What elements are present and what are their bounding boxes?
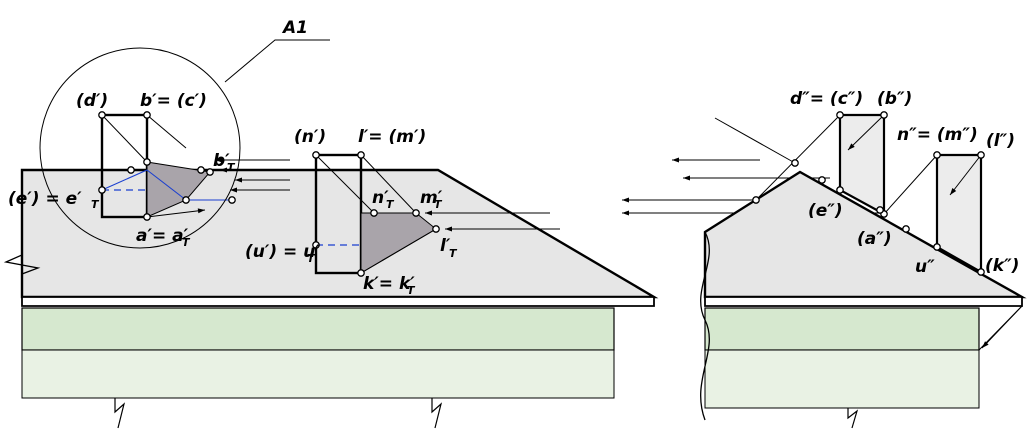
point-a [143, 213, 151, 221]
label-l-shadow-sub: T [449, 247, 458, 260]
point [127, 166, 135, 174]
label-a-sub: T [182, 236, 191, 249]
label-a: a′= a′ [136, 226, 189, 246]
label-d: (d′) [76, 91, 108, 111]
side-chimney-2-diag [883, 154, 938, 215]
callout-label: A1 [281, 18, 308, 38]
label-m-shadow-sub: T [434, 198, 443, 211]
detail-callout-circle [39, 47, 241, 249]
label-b-shadow: b′ [213, 151, 230, 171]
point-l-side [977, 151, 985, 159]
label-lm: l′= (m′) [358, 127, 426, 147]
side-view: d″= (c″) (b″) n″= (m″) (l″) (e″) (a″) u″… [700, 89, 1027, 429]
label-k-side: (k″) [985, 256, 1019, 276]
point-d [98, 111, 106, 119]
callout-leader [224, 39, 330, 83]
point-l [357, 151, 365, 159]
break-line-bottom-2 [431, 398, 443, 429]
front-wall-lower [21, 349, 615, 399]
front-wall-upper [21, 307, 615, 351]
large-chimney-ray-2 [360, 228, 437, 274]
side-wall-upper [704, 307, 980, 351]
point [182, 196, 190, 204]
label-l-shadow: l′ [440, 236, 451, 256]
point-b-shadow [197, 166, 205, 174]
point [791, 159, 799, 167]
point-k-side [977, 268, 985, 276]
small-chimney-diagonal [146, 114, 187, 149]
point [818, 176, 826, 184]
point [752, 196, 760, 204]
label-e-side: (e″) [808, 201, 843, 221]
label-nm-side: n″= (m″) [897, 125, 978, 145]
label-k: k′= k′ [363, 274, 415, 294]
front-view: A1 (d′) b′= (c′) b′ T (e′) = e′ T a′= a′… [3, 18, 659, 429]
small-chimney-ray-1 [101, 114, 148, 163]
point [902, 225, 910, 233]
side-wall-lower [704, 349, 980, 409]
label-u-sub: T [307, 252, 316, 265]
small-chimney-blue-2 [146, 169, 187, 201]
side-break-line [700, 231, 710, 421]
side-eave [704, 296, 1023, 307]
point-b-side [880, 111, 888, 119]
point-n-shadow [370, 209, 378, 217]
large-chimney-ray [315, 154, 375, 214]
point-dc-side [836, 111, 844, 119]
label-u: (u′) = u′ [245, 242, 320, 262]
point [206, 168, 214, 176]
label-k-sub: T [407, 284, 416, 297]
label-u-side: u″ [915, 257, 935, 277]
break-line-bottom-1 [114, 398, 126, 429]
point [876, 206, 884, 214]
point [143, 158, 151, 166]
small-chimney-blue-1 [101, 169, 148, 191]
label-bc: b′= (c′) [140, 91, 207, 111]
point-l-shadow [432, 225, 440, 233]
point-b [143, 111, 151, 119]
point-u [312, 241, 320, 249]
point-e [98, 186, 106, 194]
point-n [312, 151, 320, 159]
point-nm-side [933, 151, 941, 159]
label-l-side: (l″) [986, 131, 1015, 151]
label-b-shadow-sub: T [227, 161, 236, 174]
side-chimney-1-ray [847, 114, 885, 151]
label-n-shadow-sub: T [386, 198, 395, 211]
point-u-side [933, 243, 941, 251]
point-m-shadow [412, 209, 420, 217]
label-n: (n′) [294, 127, 326, 147]
label-m-shadow: m′ [420, 188, 443, 208]
front-eave [21, 296, 655, 307]
label-dc-side: d″= (c″) [790, 89, 863, 109]
label-e-sub: T [91, 198, 100, 211]
break-line-left [3, 170, 41, 297]
label-b-side: (b″) [877, 89, 912, 109]
label-a-side: (a″) [857, 229, 892, 249]
side-chimney-1-diag [755, 114, 841, 201]
point-e-side [836, 186, 844, 194]
point-k [357, 269, 365, 277]
front-roof [20, 168, 659, 299]
side-break-bottom [847, 408, 859, 429]
side-ray-long [714, 117, 796, 164]
label-n-shadow: n′ [372, 188, 389, 208]
side-chimney-2-ray [949, 154, 982, 196]
small-chimney-ray-2 [146, 208, 206, 218]
label-e: (e′) = e′ [8, 189, 82, 209]
large-chimney-diagonal [360, 154, 417, 214]
side-arrow-right [981, 305, 1023, 349]
point [228, 196, 236, 204]
